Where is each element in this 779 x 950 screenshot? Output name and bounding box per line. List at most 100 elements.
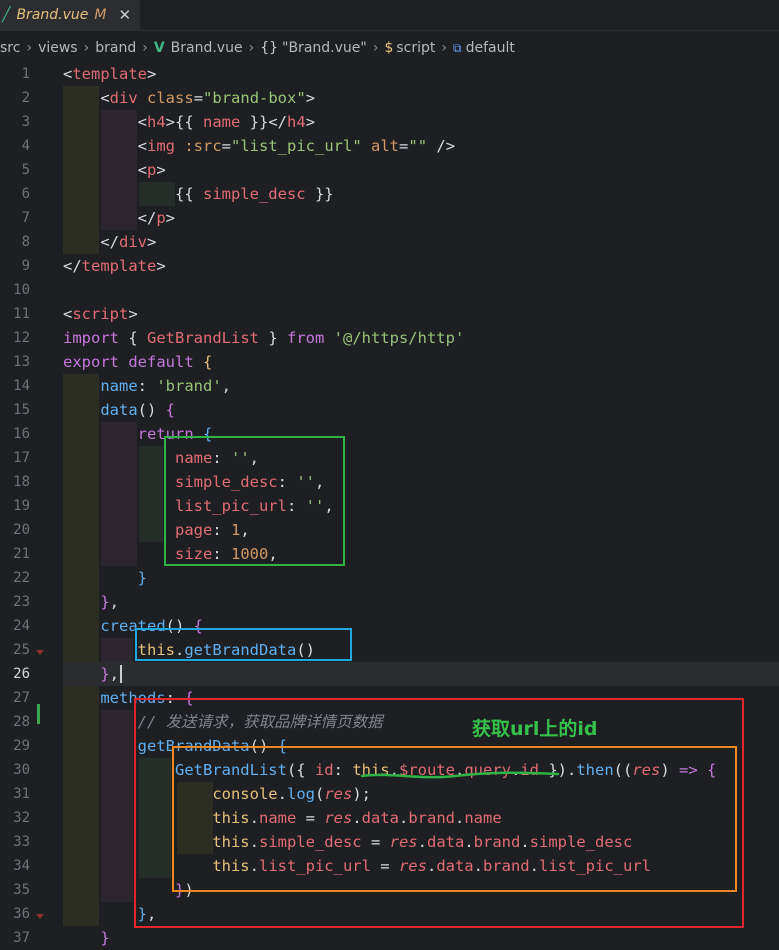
code-line[interactable]: 28 // 发送请求，获取品牌详情页数据 — [0, 710, 779, 734]
line-number: 16 — [13, 426, 30, 442]
line-number: 28 — [13, 714, 30, 730]
code-line[interactable]: 7 </p> — [0, 206, 779, 230]
line-number: 32 — [13, 810, 30, 826]
breadcrumb-src[interactable]: src — [0, 40, 21, 56]
breadcrumb-object[interactable]: "Brand.vue" — [282, 40, 367, 56]
code-line[interactable]: 34 this.list_pic_url = res.data.brand.li… — [0, 854, 779, 878]
line-number: 19 — [13, 498, 30, 514]
line-number: 9 — [21, 258, 30, 274]
code-text: console.log(res); — [212, 785, 371, 803]
code-line[interactable]: 10 — [0, 278, 779, 302]
code-line[interactable]: 20 page: 1, — [0, 518, 779, 542]
line-number: 29 — [13, 738, 30, 754]
code-line[interactable]: 27 methods: { — [0, 686, 779, 710]
indent-guide — [101, 110, 137, 230]
code-text: <p> — [137, 161, 166, 179]
code-line[interactable]: 36 }, — [0, 902, 779, 926]
code-text: }, — [100, 593, 120, 611]
code-text: <template> — [63, 65, 157, 83]
breadcrumb-brand[interactable]: brand — [95, 40, 137, 56]
close-icon[interactable]: ✕ — [118, 6, 132, 24]
line-number: 1 — [21, 66, 30, 82]
indent-guide — [101, 638, 133, 662]
code-text: import { GetBrandList } from '@/https/ht… — [63, 329, 465, 347]
code-line[interactable]: 6 {{ simple_desc }} — [0, 182, 779, 206]
code-line[interactable]: 33 this.simple_desc = res.data.brand.sim… — [0, 830, 779, 854]
code-line[interactable]: 2 <div class="brand-box"> — [0, 86, 779, 110]
code-text: this.name = res.data.brand.name — [212, 809, 502, 827]
code-text: this.simple_desc = res.data.brand.simple… — [212, 833, 633, 851]
line-number: 18 — [13, 474, 30, 490]
chevron-right-icon: › — [372, 40, 379, 56]
code-line[interactable]: 24 created() { — [0, 614, 779, 638]
code-text: size: 1000, — [174, 545, 278, 563]
code-text: export default { — [63, 353, 213, 371]
code-line[interactable]: 21 size: 1000, — [0, 542, 779, 566]
line-number: 30 — [13, 762, 30, 778]
code-line[interactable]: 1 <template> — [0, 62, 779, 86]
object-braces-icon: {} — [260, 40, 279, 56]
line-number: 26 — [13, 666, 30, 682]
line-number: 2 — [21, 90, 30, 106]
breadcrumb-views[interactable]: views — [38, 40, 78, 56]
line-number: 27 — [13, 690, 30, 706]
breadcrumb: src › views › brand › V Brand.vue › {} "… — [0, 36, 515, 60]
breadcrumb-script[interactable]: script — [396, 40, 436, 56]
code-line[interactable]: 25 this.getBrandData() — [0, 638, 779, 662]
code-line[interactable]: 23 }, — [0, 590, 779, 614]
code-text: </template> — [63, 257, 166, 275]
code-text: }, — [137, 905, 157, 923]
code-text: <script> — [63, 305, 138, 323]
code-line[interactable]: 16 return { — [0, 422, 779, 446]
vue-file-icon: V — [153, 40, 165, 56]
indent-guide — [139, 446, 163, 542]
code-line[interactable]: 3 <h4>{{ name }}</h4> — [0, 110, 779, 134]
code-line[interactable]: 30 GetBrandList({ id: this.$route.query.… — [0, 758, 779, 782]
current-line-highlight — [63, 662, 779, 686]
line-number: 15 — [13, 402, 30, 418]
code-text: <img :src="list_pic_url" alt="" /> — [137, 137, 456, 155]
code-line[interactable]: 26 }, — [0, 662, 779, 686]
code-line[interactable]: 22 } — [0, 566, 779, 590]
code-line[interactable]: 8 </div> — [0, 230, 779, 254]
script-dollar-icon: $ — [384, 40, 394, 56]
line-number: 5 — [21, 162, 30, 178]
code-text: } — [100, 929, 110, 947]
breadcrumb-default[interactable]: default — [465, 40, 515, 56]
code-text: // 发送请求，获取品牌详情页数据 — [137, 713, 383, 731]
line-number: 21 — [13, 546, 30, 562]
indent-guide — [139, 758, 171, 878]
breakpoint-arrow-icon — [36, 914, 44, 919]
code-line[interactable]: 17 name: '', — [0, 446, 779, 470]
modified-line-marker — [37, 704, 40, 724]
code-line[interactable]: 4 <img :src="list_pic_url" alt="" /> — [0, 134, 779, 158]
code-text: data() { — [100, 401, 175, 419]
code-line[interactable]: 29 getBrandData() { — [0, 734, 779, 758]
tab-brand-vue[interactable]: ╱ Brand.vue M ✕ — [0, 0, 140, 30]
code-line[interactable]: 18 simple_desc: '', — [0, 470, 779, 494]
code-line[interactable]: 14 name: 'brand', — [0, 374, 779, 398]
code-text: name: 'brand', — [100, 377, 231, 395]
modified-indicator: M — [94, 7, 107, 23]
code-line[interactable]: 11<script> — [0, 302, 779, 326]
code-text: created() { — [100, 617, 203, 635]
code-text: </div> — [100, 233, 157, 251]
code-line[interactable]: 32 this.name = res.data.brand.name — [0, 806, 779, 830]
line-number: 37 — [13, 930, 30, 946]
code-line[interactable]: 35 }) — [0, 878, 779, 902]
code-line[interactable]: 31 console.log(res); — [0, 782, 779, 806]
chevron-right-icon: › — [441, 40, 447, 56]
code-line[interactable]: 15 data() { — [0, 398, 779, 422]
breadcrumb-file[interactable]: Brand.vue — [170, 40, 243, 56]
code-line[interactable]: 5 <p> — [0, 158, 779, 182]
code-line[interactable]: 37 } — [0, 926, 779, 950]
line-number: 10 — [13, 282, 30, 298]
code-line[interactable]: 9 </template> — [0, 254, 779, 278]
line-number: 6 — [21, 186, 30, 202]
indent-guide — [101, 422, 137, 566]
code-text: simple_desc: '', — [174, 473, 325, 491]
underline-squiggle — [360, 771, 560, 779]
code-line[interactable]: 19 list_pic_url: '', — [0, 494, 779, 518]
